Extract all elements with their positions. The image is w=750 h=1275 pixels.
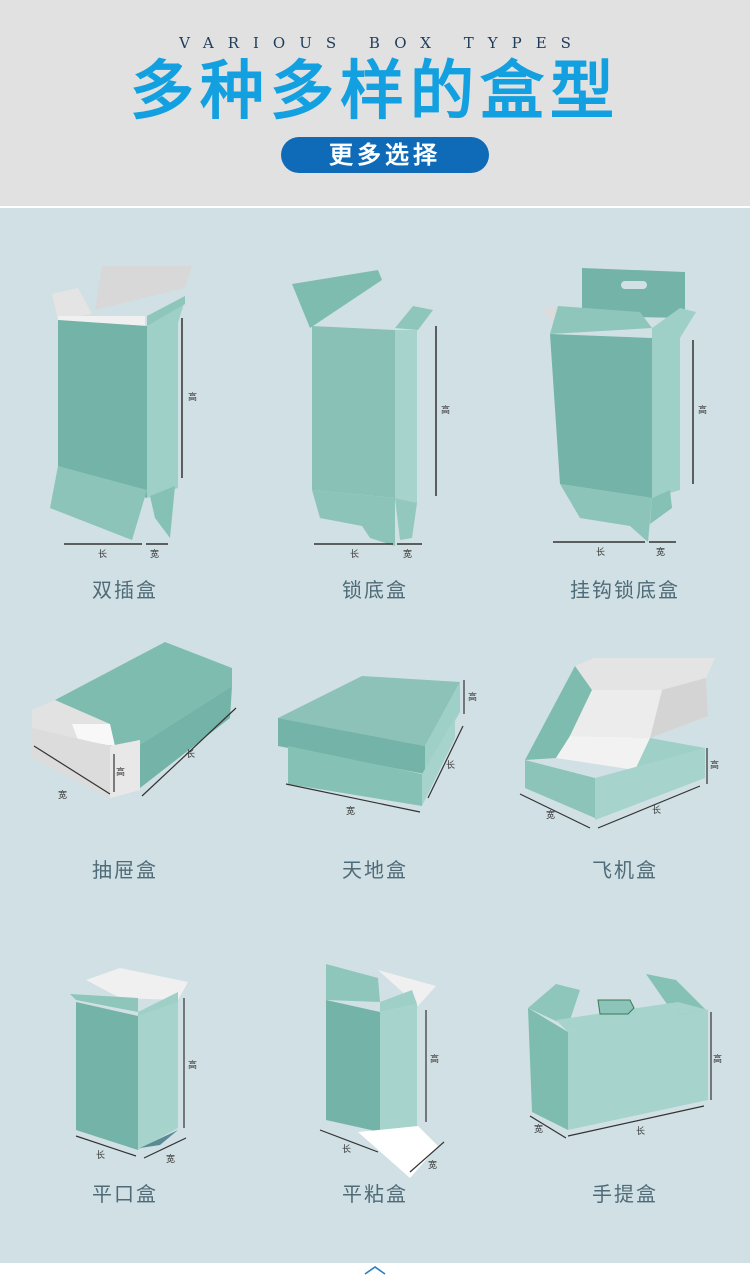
box-label: 平口盒	[92, 1182, 158, 1206]
mailer-box-illustration: 宽 长 高	[519, 658, 719, 829]
svg-text:宽: 宽	[534, 1123, 543, 1135]
svg-text:宽: 宽	[346, 805, 355, 817]
svg-text:宽: 宽	[166, 1153, 175, 1165]
svg-text:宽: 宽	[150, 548, 159, 558]
svg-text:高: 高	[188, 391, 197, 403]
box-label: 飞机盒	[592, 858, 658, 882]
box-label: 抽屉盒	[92, 858, 158, 882]
svg-text:长: 长	[98, 548, 107, 558]
box-label: 挂钩锁底盒	[570, 578, 680, 602]
box-label: 天地盒	[342, 858, 408, 882]
open-top-box-illustration: 高 长 宽	[70, 968, 197, 1165]
box-item-lock-bottom[interactable]: 高 长 宽 锁底盒	[250, 208, 500, 608]
header-banner: VARIOUS BOX TYPES 多种多样的盒型 更多选择	[0, 0, 750, 207]
box-label: 锁底盒	[342, 578, 408, 602]
subtitle: VARIOUS BOX TYPES	[179, 34, 585, 52]
svg-text:高: 高	[116, 766, 125, 778]
drawer-box-illustration: 宽 高 长	[32, 642, 237, 801]
svg-text:高: 高	[430, 1053, 439, 1065]
box-item-open-top[interactable]: 高 长 宽 平口盒	[0, 950, 250, 1250]
chevron-up-icon[interactable]	[363, 1264, 387, 1275]
box-item-handle[interactable]: 高 宽 长 手提盒	[500, 950, 750, 1250]
flat-glued-box-illustration: 高 长 宽	[319, 964, 445, 1178]
page-title: 多种多样的盒型	[130, 55, 620, 129]
svg-text:长: 长	[596, 546, 605, 558]
svg-text:长: 长	[350, 548, 359, 558]
box-label: 平粘盒	[342, 1182, 408, 1206]
svg-text:宽: 宽	[656, 546, 665, 558]
svg-text:长: 长	[652, 804, 661, 816]
box-item-drawer[interactable]: 宽 高 长 抽屉盒	[0, 628, 250, 908]
svg-text:宽: 宽	[403, 548, 412, 558]
box-item-mailer[interactable]: 宽 长 高 飞机盒	[500, 628, 750, 908]
svg-text:高: 高	[713, 1053, 722, 1065]
lock-bottom-box-illustration: 高 长 宽	[292, 270, 450, 558]
svg-text:高: 高	[468, 691, 477, 703]
svg-text:长: 长	[636, 1125, 645, 1137]
svg-text:长: 长	[96, 1149, 105, 1161]
box-item-double-tuck[interactable]: 高 长 宽 双插盒	[0, 208, 250, 608]
hook-lock-bottom-box-illustration: 高 长 宽	[542, 268, 707, 558]
box-label: 双插盒	[92, 578, 158, 602]
svg-text:宽: 宽	[58, 789, 67, 801]
svg-text:长: 长	[342, 1143, 351, 1155]
svg-text:长: 长	[446, 759, 455, 771]
svg-text:高: 高	[710, 759, 719, 771]
handle-box-illustration: 高 宽 长	[528, 974, 722, 1139]
svg-text:高: 高	[698, 404, 707, 416]
more-options-button[interactable]: 更多选择	[281, 137, 489, 173]
box-label: 手提盒	[592, 1182, 658, 1206]
svg-text:长: 长	[186, 748, 195, 760]
svg-text:宽: 宽	[428, 1159, 437, 1171]
svg-text:宽: 宽	[546, 809, 555, 821]
double-tuck-box-illustration: 高 长 宽	[50, 266, 197, 558]
box-item-hook-lock-bottom[interactable]: 高 长 宽 挂钩锁底盒	[500, 208, 750, 608]
svg-text:高: 高	[441, 404, 450, 416]
lid-base-box-illustration: 高 长 宽	[278, 676, 477, 817]
svg-text:高: 高	[188, 1059, 197, 1071]
box-types-grid: 高 长 宽 双插盒 高 长 宽 锁底盒	[0, 208, 750, 1263]
box-item-flat-glued[interactable]: 高 长 宽 平粘盒	[250, 950, 500, 1250]
box-item-lid-base[interactable]: 高 长 宽 天地盒	[250, 628, 500, 908]
divider	[0, 206, 750, 208]
